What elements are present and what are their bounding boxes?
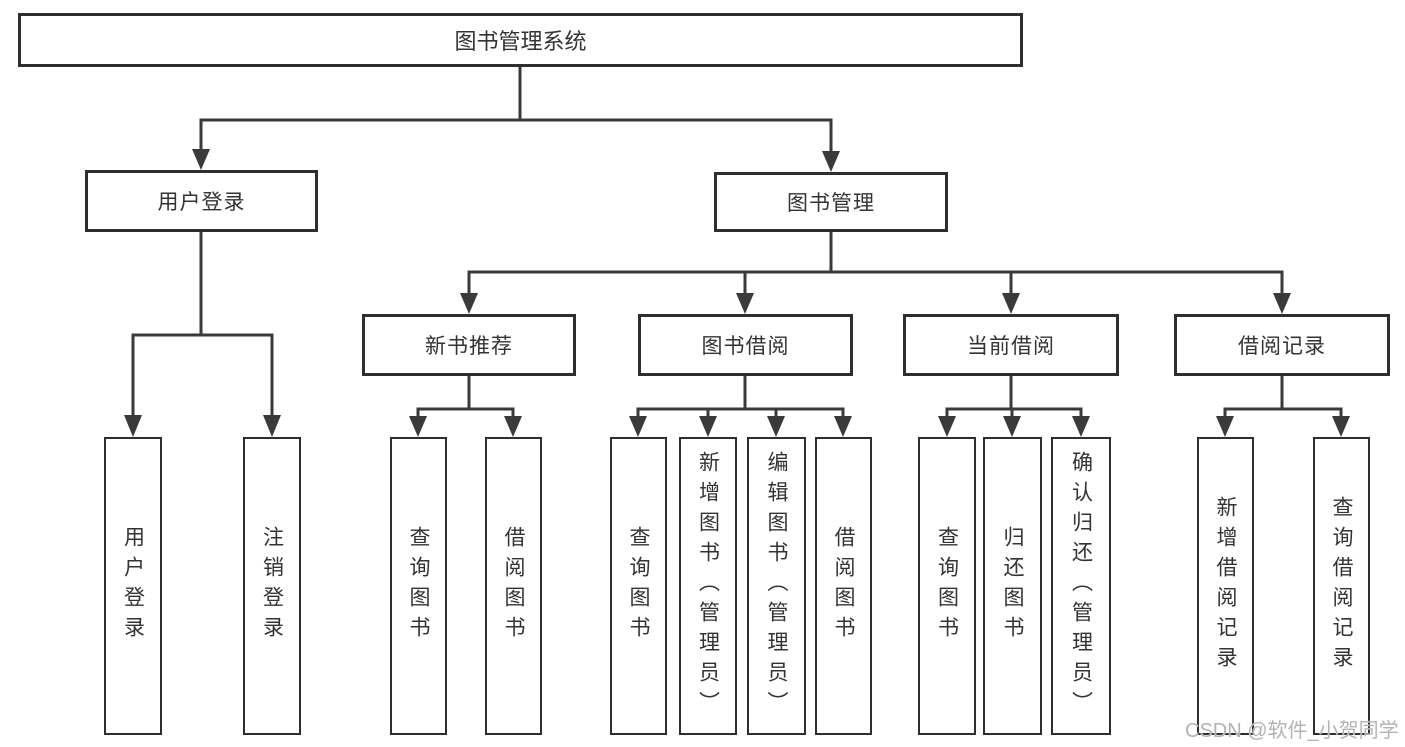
node-borrow-record-label: 借阅记录 (1238, 335, 1326, 358)
leaf-borrow-books: 借阅图书 (815, 437, 872, 735)
leaf-borrow-books-recommend-label: 借阅图书 (502, 526, 525, 646)
node-current-borrow: 当前借阅 (903, 314, 1119, 376)
watermark: CSDN @软件_小贺同学 (1185, 720, 1399, 742)
leaf-user-login: 用户登录 (104, 437, 162, 735)
node-new-book-recommend: 新书推荐 (362, 314, 576, 376)
node-book-borrow-label: 图书借阅 (701, 335, 790, 358)
arrow-down-icon (124, 415, 142, 437)
leaf-return-book: 归还图书 (983, 437, 1042, 735)
leaf-query-books-current: 查询图书 (918, 437, 976, 735)
leaf-query-books-current-label: 查询图书 (935, 526, 959, 646)
node-user-login-label: 用户登录 (157, 191, 246, 214)
arrow-down-icon (822, 151, 840, 172)
arrow-down-icon (409, 416, 427, 437)
leaf-confirm-return-admin-label: 确认归还（管理员） (1069, 451, 1093, 721)
arrow-down-icon (699, 416, 717, 437)
leaf-borrow-books-recommend: 借阅图书 (485, 437, 542, 735)
node-borrow-record: 借阅记录 (1174, 314, 1390, 376)
arrow-down-icon (1216, 416, 1234, 437)
leaf-logout-login: 注销登录 (243, 437, 301, 735)
node-book-management: 图书管理 (714, 172, 948, 232)
node-root-label: 图书管理系统 (454, 29, 587, 54)
arrow-down-icon (1002, 293, 1020, 314)
leaf-query-borrow-record: 查询借阅记录 (1313, 437, 1370, 735)
leaf-add-borrow-record: 新增借阅记录 (1197, 437, 1254, 735)
leaf-logout-login-label: 注销登录 (260, 526, 284, 646)
arrow-down-icon (736, 293, 754, 314)
node-current-borrow-label: 当前借阅 (967, 335, 1055, 358)
arrow-down-icon (834, 416, 852, 437)
arrow-down-icon (263, 415, 281, 437)
arrow-down-icon (1332, 416, 1350, 437)
leaf-query-books-borrow-label: 查询图书 (627, 526, 650, 646)
node-user-login: 用户登录 (85, 170, 318, 232)
arrow-down-icon (1273, 293, 1291, 314)
arrow-down-icon (504, 416, 522, 437)
arrow-down-icon (192, 149, 210, 170)
arrow-down-icon (1072, 416, 1090, 437)
arrow-down-icon (629, 416, 647, 437)
arrow-down-icon (767, 416, 785, 437)
node-book-borrow: 图书借阅 (638, 314, 853, 376)
leaf-add-book-admin-label: 新增图书（管理员） (696, 451, 720, 721)
leaf-query-books-recommend: 查询图书 (390, 437, 447, 735)
leaf-edit-book-admin-label: 编辑图书（管理员） (765, 451, 788, 721)
leaf-query-borrow-record-label: 查询借阅记录 (1330, 496, 1353, 676)
leaf-return-book-label: 归还图书 (1001, 526, 1024, 646)
leaf-add-borrow-record-label: 新增借阅记录 (1214, 496, 1237, 676)
arrow-down-icon (460, 293, 478, 314)
leaf-edit-book-admin: 编辑图书（管理员） (747, 437, 806, 735)
leaf-query-books-borrow: 查询图书 (610, 437, 667, 735)
leaf-add-book-admin: 新增图书（管理员） (679, 437, 737, 735)
node-new-book-recommend-label: 新书推荐 (425, 335, 513, 358)
leaf-confirm-return-admin: 确认归还（管理员） (1051, 437, 1111, 735)
arrow-down-icon (938, 416, 956, 437)
node-book-management-label: 图书管理 (787, 192, 875, 215)
arrow-down-icon (1003, 416, 1021, 437)
node-root-system: 图书管理系统 (18, 13, 1023, 67)
leaf-user-login-label: 用户登录 (121, 526, 145, 646)
leaf-borrow-books-label: 借阅图书 (832, 526, 855, 646)
leaf-query-books-recommend-label: 查询图书 (407, 526, 430, 646)
